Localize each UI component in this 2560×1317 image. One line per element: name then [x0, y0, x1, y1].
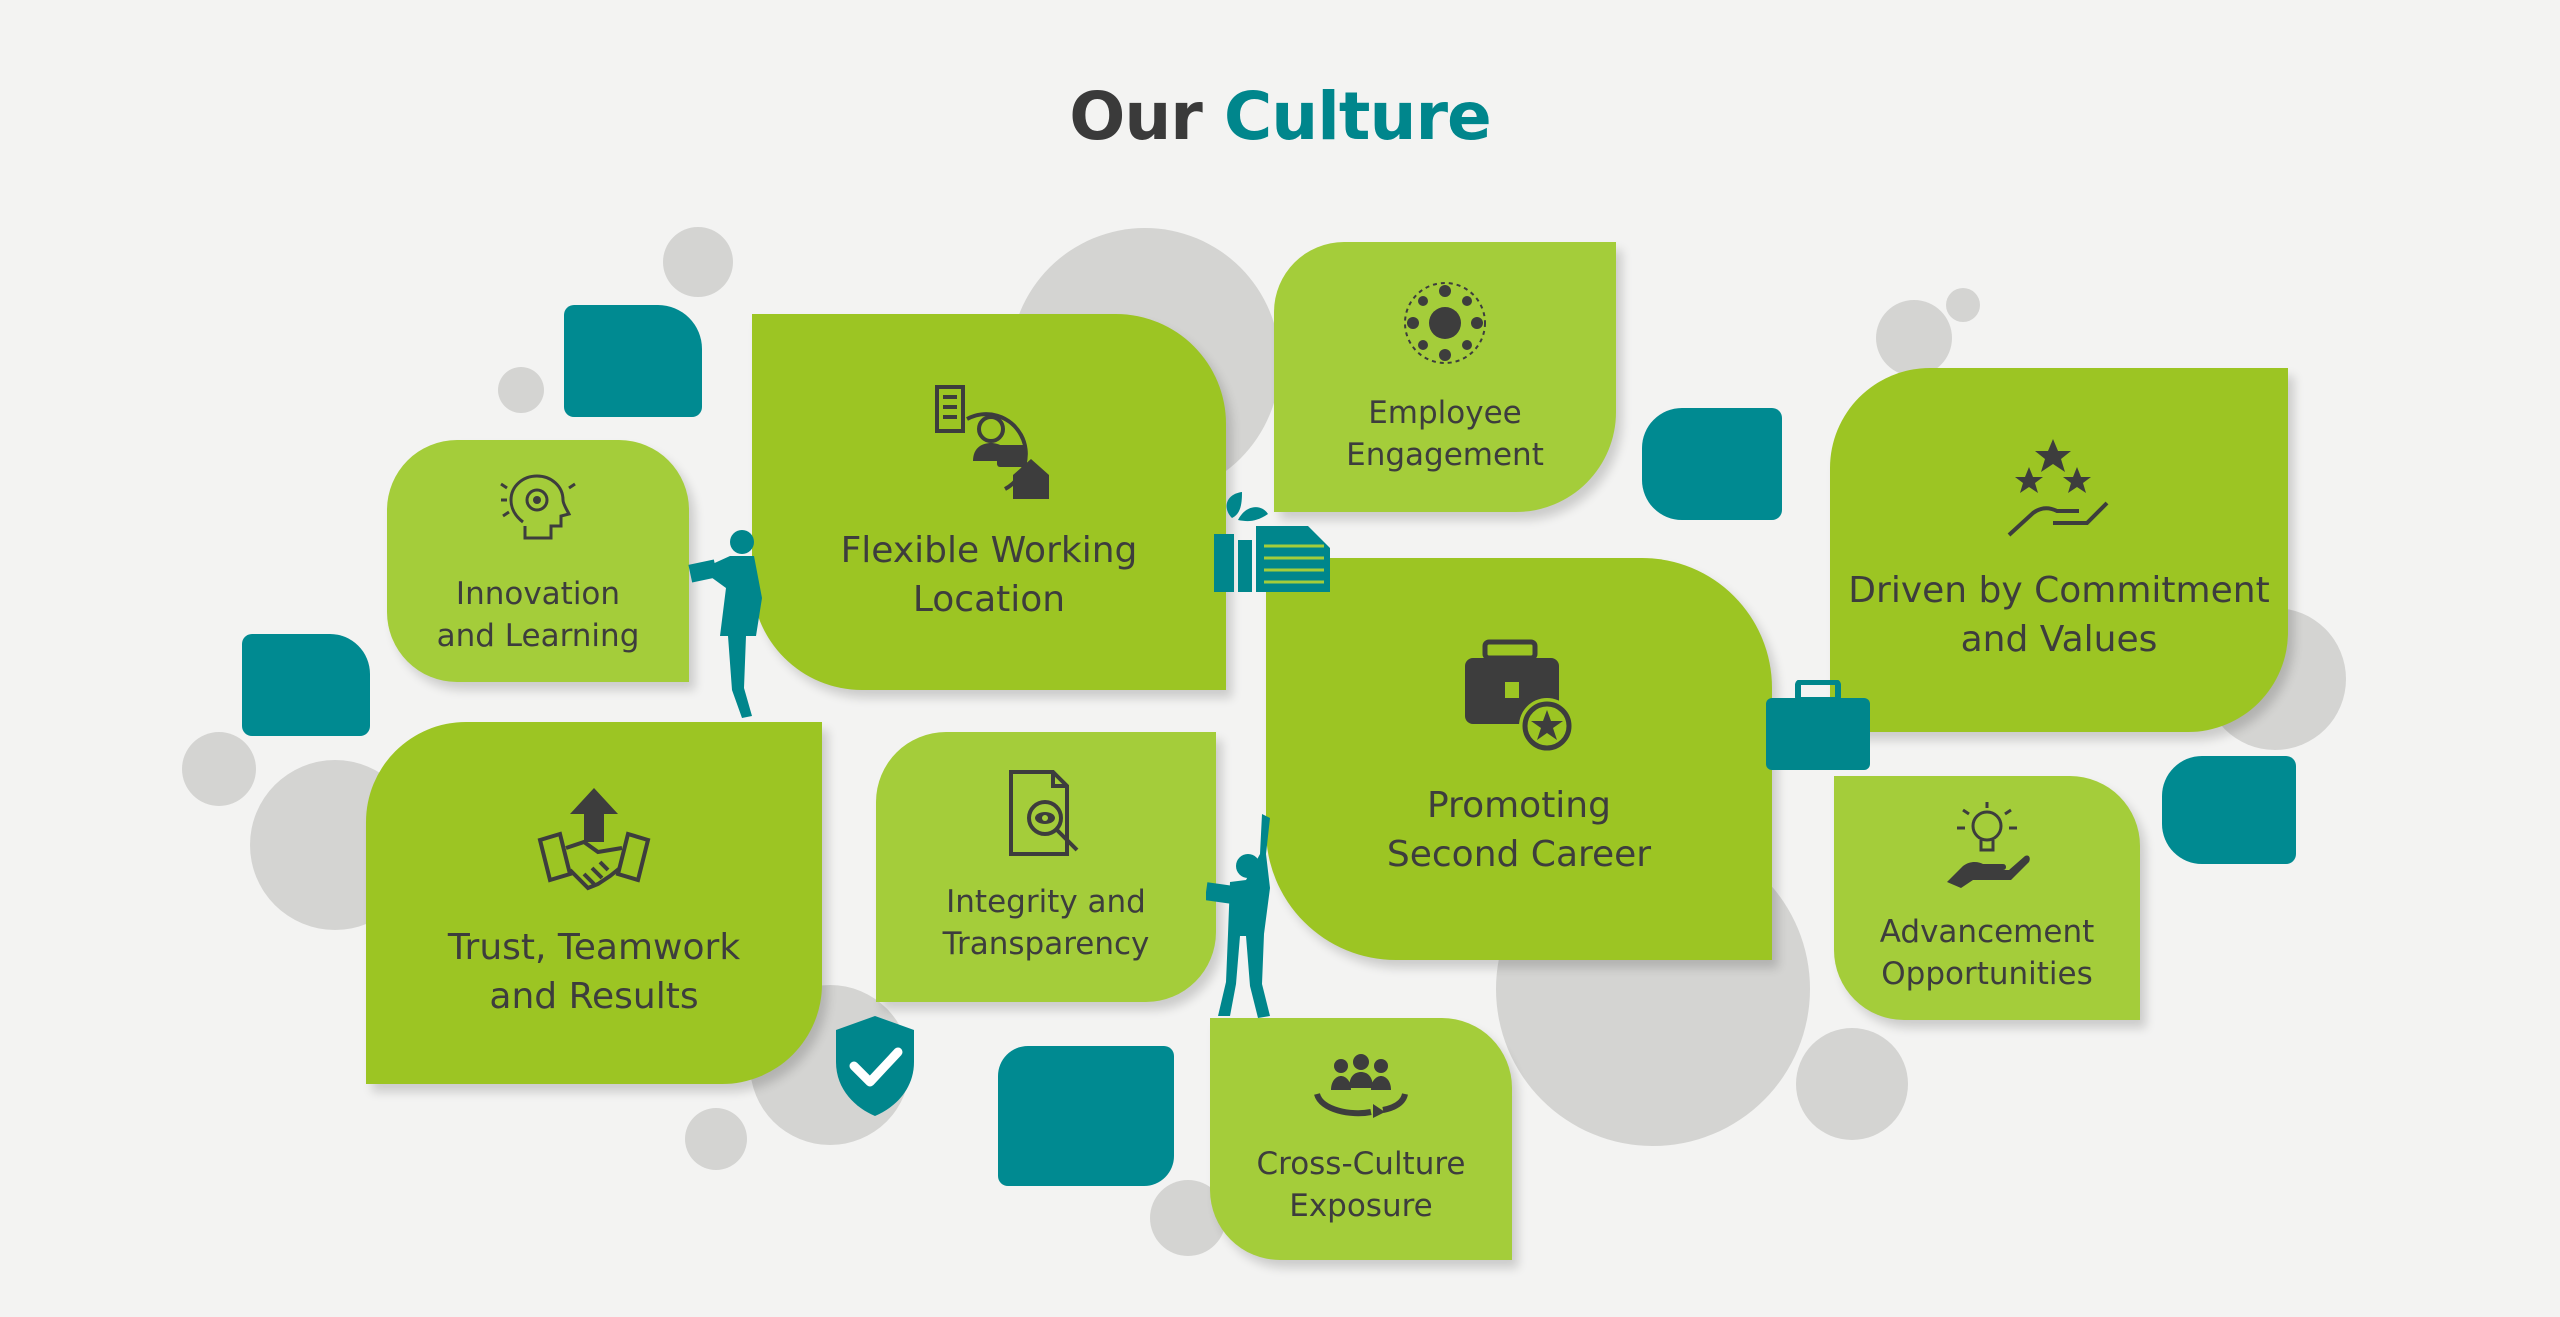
- stars-hand-icon: [2007, 439, 2109, 537]
- briefcase-icon: [1766, 680, 1870, 770]
- card-innovation-and-learning: Innovation and Learning: [387, 440, 689, 682]
- card-label: Driven by Commitment and Values: [1848, 570, 2270, 660]
- teal-square: [242, 634, 370, 736]
- bg-circle: [498, 367, 544, 413]
- card-advancement-opportunities: Advancement Opportunities: [1834, 776, 2140, 1020]
- bg-circle: [685, 1108, 747, 1170]
- people-network-icon: [1404, 282, 1486, 365]
- card-cross-culture-exposure: Cross-Culture Exposure: [1210, 1018, 1512, 1260]
- card-label: Advancement Opportunities: [1879, 914, 2095, 992]
- teal-square: [998, 1046, 1174, 1186]
- handshake-arrow-icon: [537, 788, 651, 891]
- bg-circle: [1876, 300, 1952, 376]
- bg-circle: [663, 227, 733, 297]
- card-label: Innovation and Learning: [436, 576, 640, 654]
- teal-square: [1642, 408, 1782, 520]
- card-driven-by-commitment: Driven by Commitment and Values: [1830, 368, 2288, 732]
- title-word-our: Our: [1069, 78, 1203, 155]
- person-with-tablet-figure: [688, 530, 762, 718]
- bg-circle: [182, 732, 256, 806]
- cheering-person-figure: [1206, 814, 1270, 1018]
- lightbulb-gear-head-icon: [500, 474, 576, 540]
- briefcase-star-icon: [1465, 639, 1575, 755]
- group-cycle-icon: [1314, 1054, 1408, 1119]
- title-word-culture: Culture: [1223, 78, 1492, 155]
- card-employee-engagement: Employee Engagement: [1274, 242, 1616, 512]
- bg-circle: [1946, 288, 1980, 322]
- card-trust-teamwork-results: Trust, Teamwork and Results: [366, 722, 822, 1084]
- card-promoting-second-career: Promoting Second Career: [1266, 558, 1772, 960]
- card-label: Flexible Working Location: [840, 530, 1138, 620]
- bg-circle: [1796, 1028, 1908, 1140]
- teal-square: [2162, 756, 2296, 864]
- card-label: Promoting Second Career: [1386, 785, 1652, 875]
- remote-work-icon: [935, 385, 1049, 500]
- card-label: Cross-Culture Exposure: [1256, 1146, 1466, 1224]
- teal-square: [564, 305, 702, 417]
- card-integrity-and-transparency: Integrity and Transparency: [876, 732, 1216, 1002]
- document-magnifier-icon: [1009, 770, 1079, 857]
- card-flexible-working-location: Flexible Working Location: [752, 314, 1226, 690]
- page-title: Our Culture: [0, 78, 2560, 155]
- shield-check-icon: [836, 1016, 914, 1116]
- card-label: Trust, Teamwork and Results: [447, 927, 741, 1017]
- hand-lightbulb-icon: [1947, 802, 2030, 889]
- plant-building-icon: [1214, 492, 1330, 592]
- card-label: Employee Engagement: [1346, 395, 1544, 473]
- card-label: Integrity and Transparency: [942, 884, 1150, 962]
